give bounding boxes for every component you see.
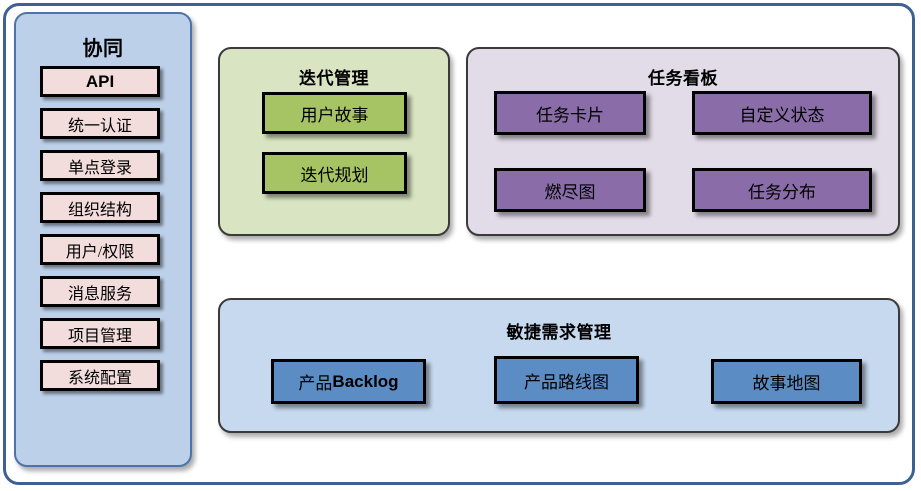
task-board-title: 任务看板 bbox=[648, 69, 718, 88]
sidebar-item-unified-auth[interactable]: 统一认证 bbox=[40, 108, 160, 139]
sidebar-item-user-permission[interactable]: 用户/权限 bbox=[40, 234, 160, 265]
card-burndown-chart[interactable]: 燃尽图 bbox=[494, 168, 646, 212]
card-story-map[interactable]: 故事地图 bbox=[711, 359, 862, 404]
sidebar-item-project-management[interactable]: 项目管理 bbox=[40, 318, 160, 349]
sidebar-panel-collaboration[interactable]: 协同 API 统一认证 单点登录 组织结构 用户/权限 消息服务 项目管理 系统… bbox=[14, 12, 192, 467]
card-user-story[interactable]: 用户故事 bbox=[262, 92, 407, 134]
sidebar-item-api[interactable]: API bbox=[40, 66, 160, 97]
sidebar-item-single-sign-on[interactable]: 单点登录 bbox=[40, 150, 160, 181]
card-product-backlog-prefix: 产品 bbox=[298, 374, 333, 393]
iteration-management-title: 迭代管理 bbox=[299, 69, 369, 88]
card-iteration-planning[interactable]: 迭代规划 bbox=[262, 152, 407, 194]
card-task-distribution[interactable]: 任务分布 bbox=[692, 168, 872, 212]
card-product-backlog-latin: Backlog bbox=[332, 371, 399, 391]
sidebar-title: 协同 bbox=[82, 38, 124, 60]
agile-requirement-title: 敏捷需求管理 bbox=[506, 323, 612, 342]
card-task-card[interactable]: 任务卡片 bbox=[494, 91, 646, 135]
sidebar-item-message-service[interactable]: 消息服务 bbox=[40, 276, 160, 307]
card-custom-status[interactable]: 自定义状态 bbox=[692, 91, 872, 135]
iteration-management-panel[interactable]: 迭代管理 用户故事 迭代规划 bbox=[218, 47, 450, 236]
sidebar-item-system-config[interactable]: 系统配置 bbox=[40, 360, 160, 391]
task-board-panel[interactable]: 任务看板 任务卡片 自定义状态 燃尽图 任务分布 bbox=[466, 47, 900, 236]
card-product-roadmap[interactable]: 产品路线图 bbox=[494, 356, 639, 404]
sidebar-item-org-structure[interactable]: 组织结构 bbox=[40, 192, 160, 223]
